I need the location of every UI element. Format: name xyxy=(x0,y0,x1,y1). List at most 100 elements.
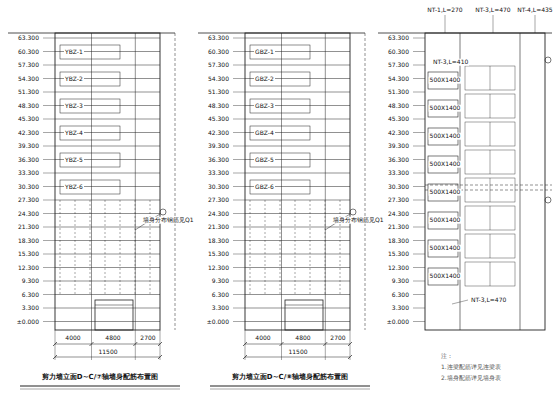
beam-tag: NT-3,L=410 xyxy=(432,59,469,66)
level-mark: 51.300 xyxy=(387,89,410,96)
beam-size: 500X1400 xyxy=(429,133,462,140)
drawing-line xyxy=(493,15,494,33)
drawing-line xyxy=(75,200,76,295)
drawing-line xyxy=(55,281,160,282)
drawing-line xyxy=(245,281,350,282)
drawing-line xyxy=(158,355,162,359)
drawing-line xyxy=(55,267,160,268)
outline-rect xyxy=(55,33,160,330)
level-mark: 24.300 xyxy=(17,210,40,217)
drawing-line xyxy=(490,150,491,174)
drawing-line xyxy=(135,330,136,360)
outline-rect xyxy=(250,126,310,140)
level-mark: 27.300 xyxy=(207,197,230,204)
level-mark: 60.300 xyxy=(207,48,230,55)
drawing-line xyxy=(55,344,160,345)
drawing-line xyxy=(233,254,245,255)
drawing-line xyxy=(43,281,55,282)
drawing-line xyxy=(55,213,160,214)
outline-rect xyxy=(465,150,515,174)
drawing-line xyxy=(43,200,55,201)
level-mark: 60.300 xyxy=(387,48,410,55)
outline-rect xyxy=(60,45,120,59)
drawing-line xyxy=(91,33,92,330)
level-mark: 6.300 xyxy=(21,291,40,298)
drawing-line xyxy=(245,308,350,309)
drawing-line xyxy=(55,173,160,174)
outline-rect xyxy=(95,300,133,330)
outline-rect xyxy=(250,180,310,194)
outline-rect xyxy=(285,300,323,330)
outline-rect xyxy=(60,99,120,113)
outline-rect xyxy=(60,153,120,167)
drawing-line xyxy=(243,342,247,346)
outline-rect xyxy=(250,72,310,86)
drawing-line xyxy=(490,206,491,230)
drawing-line xyxy=(233,186,245,187)
drawing-line xyxy=(55,308,160,309)
level-mark: 33.300 xyxy=(387,170,410,177)
drawing-line xyxy=(245,321,350,322)
level-mark: 12.300 xyxy=(207,264,230,271)
drawing-line xyxy=(120,200,121,295)
level-mark: 36.300 xyxy=(17,156,40,163)
drawing-line xyxy=(243,355,247,359)
level-mark: 33.300 xyxy=(17,170,40,177)
drawing-line xyxy=(55,330,56,360)
level-mark: 18.300 xyxy=(207,237,230,244)
level-mark: 18.300 xyxy=(17,237,40,244)
drawing-line xyxy=(413,321,425,322)
beam-tag: NT-3,L=470 xyxy=(470,297,507,304)
drawing-line xyxy=(413,200,425,201)
outline-rect xyxy=(465,66,515,90)
wall-tag: YBZ-4 xyxy=(64,130,84,137)
drawing-line xyxy=(43,146,55,147)
outline-rect xyxy=(250,99,310,113)
drawing-line xyxy=(43,227,55,228)
level-mark: 45.300 xyxy=(207,116,230,123)
drawing-line xyxy=(245,254,350,255)
level-mark: 3.300 xyxy=(391,305,410,312)
drawing-line xyxy=(233,146,245,147)
drawing-line xyxy=(413,105,425,106)
drawing-line xyxy=(325,33,326,330)
level-mark: 3.300 xyxy=(21,305,40,312)
drawing-line xyxy=(135,33,136,330)
drawing-line xyxy=(233,213,245,214)
drawing-line xyxy=(233,78,245,79)
drawing-line xyxy=(281,33,282,330)
drawing-line xyxy=(413,254,425,255)
level-mark: 21.300 xyxy=(387,224,410,231)
drawing-line xyxy=(413,267,425,268)
drawing-line xyxy=(233,173,245,174)
drawing-line xyxy=(413,92,425,93)
outline-rect xyxy=(245,33,350,330)
drawing-line xyxy=(91,330,92,360)
drawing-line xyxy=(55,119,160,120)
level-mark: 30.300 xyxy=(17,183,40,190)
drawing-line xyxy=(233,119,245,120)
note-text: 2.墙身配筋详见墙身表 xyxy=(440,375,502,382)
level-mark: 51.300 xyxy=(17,89,40,96)
drawing-line xyxy=(90,200,91,295)
drawing-line xyxy=(245,92,350,93)
drawing-line xyxy=(245,38,350,39)
drawing-line xyxy=(245,200,350,201)
drawing-line xyxy=(150,200,151,295)
drawing-line xyxy=(413,78,425,79)
wall-tag: GBZ-6 xyxy=(254,184,275,191)
drawing-line xyxy=(20,385,180,386)
drawing-line xyxy=(413,146,425,147)
drawing-line xyxy=(490,66,491,90)
level-mark: 57.300 xyxy=(17,62,40,69)
drawing-line xyxy=(250,200,251,295)
level-mark: 27.300 xyxy=(387,197,410,204)
beam-size: 500X1400 xyxy=(429,217,462,224)
dimension: 4000 xyxy=(254,335,271,342)
drawing-line xyxy=(413,213,425,214)
beam-size: 500X1400 xyxy=(429,245,462,252)
level-mark: 27.300 xyxy=(17,197,40,204)
level-mark: 57.300 xyxy=(387,62,410,69)
drawing-line xyxy=(445,15,446,33)
